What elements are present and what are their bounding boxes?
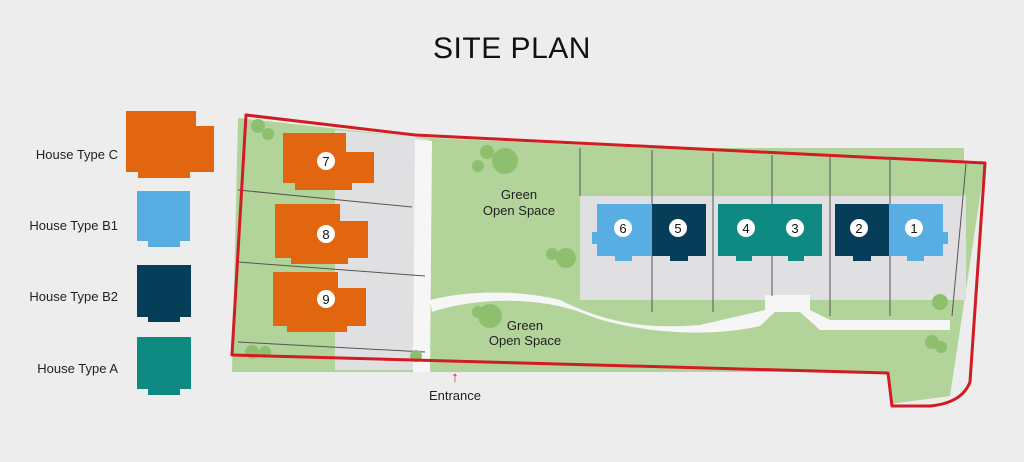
plot-number-2: 2	[855, 221, 862, 236]
access-road	[413, 140, 432, 372]
entrance-arrow-icon: ↑	[451, 369, 459, 386]
plot-number-5: 5	[674, 221, 681, 236]
green-space-2-line1: Green	[507, 318, 543, 333]
plot-number-1: 1	[910, 221, 917, 236]
plot-marker-1: 1	[905, 219, 923, 237]
legend-swatch-type-b2	[137, 265, 191, 322]
green-space-1-line1: Green	[501, 187, 537, 202]
tree	[472, 160, 484, 172]
plot-number-8: 8	[322, 227, 329, 242]
legend-label-type-b2: House Type B2	[29, 289, 118, 304]
tree	[478, 304, 502, 328]
plot-marker-7: 7	[317, 152, 335, 170]
plot-number-7: 7	[322, 154, 329, 169]
tree	[932, 294, 948, 310]
green-space-1-line2: Open Space	[483, 203, 555, 218]
plot-number-3: 3	[791, 221, 798, 236]
page-title: SITE PLAN	[433, 32, 591, 65]
entrance-label: Entrance	[429, 388, 481, 403]
plot-marker-2: 2	[850, 219, 868, 237]
tree	[251, 119, 265, 133]
site-boundary	[230, 113, 987, 408]
legend-swatches	[126, 111, 214, 395]
legend-label-type-c: House Type C	[35, 147, 118, 162]
legend-label-type-a: House Type A	[37, 361, 118, 376]
plot-marker-3: 3	[786, 219, 804, 237]
tree	[556, 248, 576, 268]
plot-marker-4: 4	[737, 219, 755, 237]
plot-marker-9: 9	[317, 290, 335, 308]
green-space-2-line2: Open Space	[489, 333, 561, 348]
legend-swatch-type-b1	[137, 191, 190, 247]
tree	[472, 306, 484, 318]
tree	[492, 148, 518, 174]
plot-lines	[237, 148, 967, 353]
legend-swatch-type-a	[137, 337, 191, 395]
tree	[480, 145, 494, 159]
plot-number-9: 9	[322, 292, 329, 307]
plot-marker-5: 5	[669, 219, 687, 237]
plot-number-6: 6	[619, 221, 626, 236]
estate-road-lower	[470, 315, 920, 372]
tree	[935, 341, 947, 353]
tree	[546, 248, 558, 260]
plot-marker-6: 6	[614, 219, 632, 237]
plot-number-4: 4	[742, 221, 749, 236]
tree	[262, 128, 274, 140]
plot-marker-8: 8	[317, 225, 335, 243]
plot-markers: 7 8 9 6 5 4 3 2 1	[317, 152, 923, 308]
legend-label-type-b1: House Type B1	[29, 218, 118, 233]
estate-road	[430, 292, 950, 333]
legend-swatch-type-c	[126, 111, 214, 178]
